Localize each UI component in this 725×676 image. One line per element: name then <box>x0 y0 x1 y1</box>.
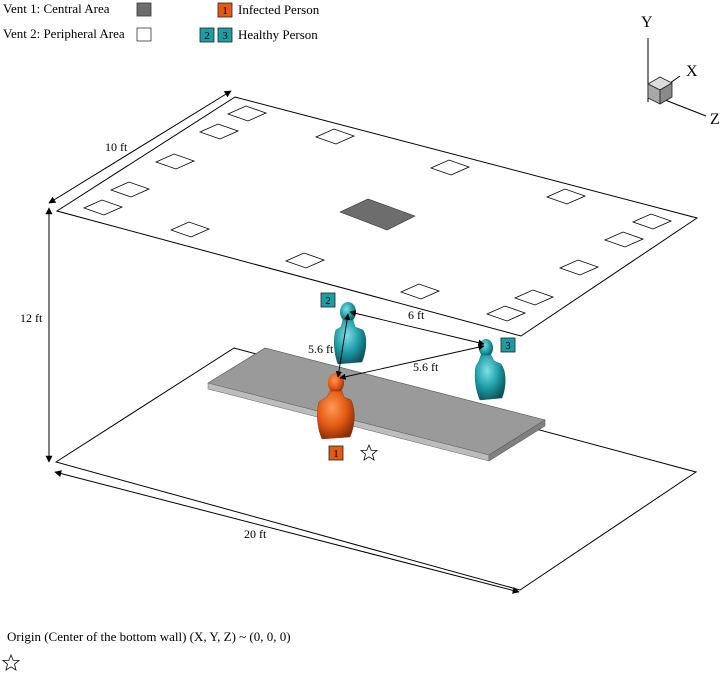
legend-infected-label: Infected Person <box>238 2 320 17</box>
badge-person-2-number: 2 <box>325 295 331 307</box>
peripheral-vent <box>603 231 645 248</box>
peripheral-vent <box>485 305 527 322</box>
badge-person-2: 2 <box>320 292 336 308</box>
axis-x-label: X <box>686 63 698 80</box>
badge-person-1-number: 1 <box>333 448 339 460</box>
dim-depth-label: 10 ft <box>105 140 128 154</box>
legend-healthy-badge-3 <box>217 27 233 43</box>
legend-infected-badge-number: 1 <box>222 5 228 17</box>
peripheral-vent <box>631 213 673 230</box>
legend-healthy-badge-2-number: 2 <box>204 30 210 42</box>
star-outline-icon <box>1 653 21 671</box>
legend-vent2-swatch <box>136 27 152 42</box>
peripheral-vent <box>558 259 600 276</box>
ceiling-plane <box>55 96 699 337</box>
peripheral-vent <box>513 289 555 306</box>
distance-2-3: 6 ft <box>349 308 485 346</box>
peripheral-vent <box>314 128 356 145</box>
axis-y-label: Y <box>641 14 653 31</box>
legend-vent1-swatch <box>136 2 152 17</box>
badge-person-3: 3 <box>500 337 516 353</box>
dimension-length: 20 ft <box>54 470 520 594</box>
peripheral-vent <box>399 283 441 300</box>
peripheral-vent <box>429 159 471 176</box>
dist-2-3-label: 6 ft <box>408 308 425 322</box>
badge-person-3-number: 3 <box>505 340 511 352</box>
legend-infected-badge <box>217 2 233 18</box>
central-vent <box>339 198 416 231</box>
healthy-person-2 <box>334 302 367 365</box>
dist-1-3-label: 5.6 ft <box>413 360 439 374</box>
legend-healthy-label: Healthy Person <box>238 27 318 42</box>
dim-length-label: 20 ft <box>244 527 267 541</box>
origin-star-icon <box>359 443 379 461</box>
badge-person-1: 1 <box>328 445 344 461</box>
dim-height-label: 12 ft <box>20 311 43 325</box>
legend-vent2-label: Vent 2: Peripheral Area <box>3 26 125 41</box>
peripheral-vent <box>545 188 587 205</box>
distance-1-3: 5.6 ft <box>339 344 485 380</box>
dimension-depth: 10 ft <box>48 90 232 204</box>
legend-healthy-badge-2 <box>199 27 215 43</box>
dist-1-2-label: 5.6 ft <box>308 342 334 356</box>
legend-healthy-badge-3-number: 3 <box>222 30 228 42</box>
dimension-height: 12 ft <box>20 207 53 463</box>
origin-note: Origin (Center of the bottom wall) (X, Y… <box>7 629 291 644</box>
legend: Vent 1: Central Area Vent 2: Peripheral … <box>3 1 320 43</box>
peripheral-vent <box>284 252 326 269</box>
peripheral-vent <box>169 221 211 238</box>
axis-z-label: Z <box>710 111 720 128</box>
legend-vent1-label: Vent 1: Central Area <box>3 1 110 16</box>
peripheral-vent <box>226 105 268 122</box>
axis-cube <box>647 76 673 105</box>
axis-triad: Y X Z <box>641 14 720 128</box>
